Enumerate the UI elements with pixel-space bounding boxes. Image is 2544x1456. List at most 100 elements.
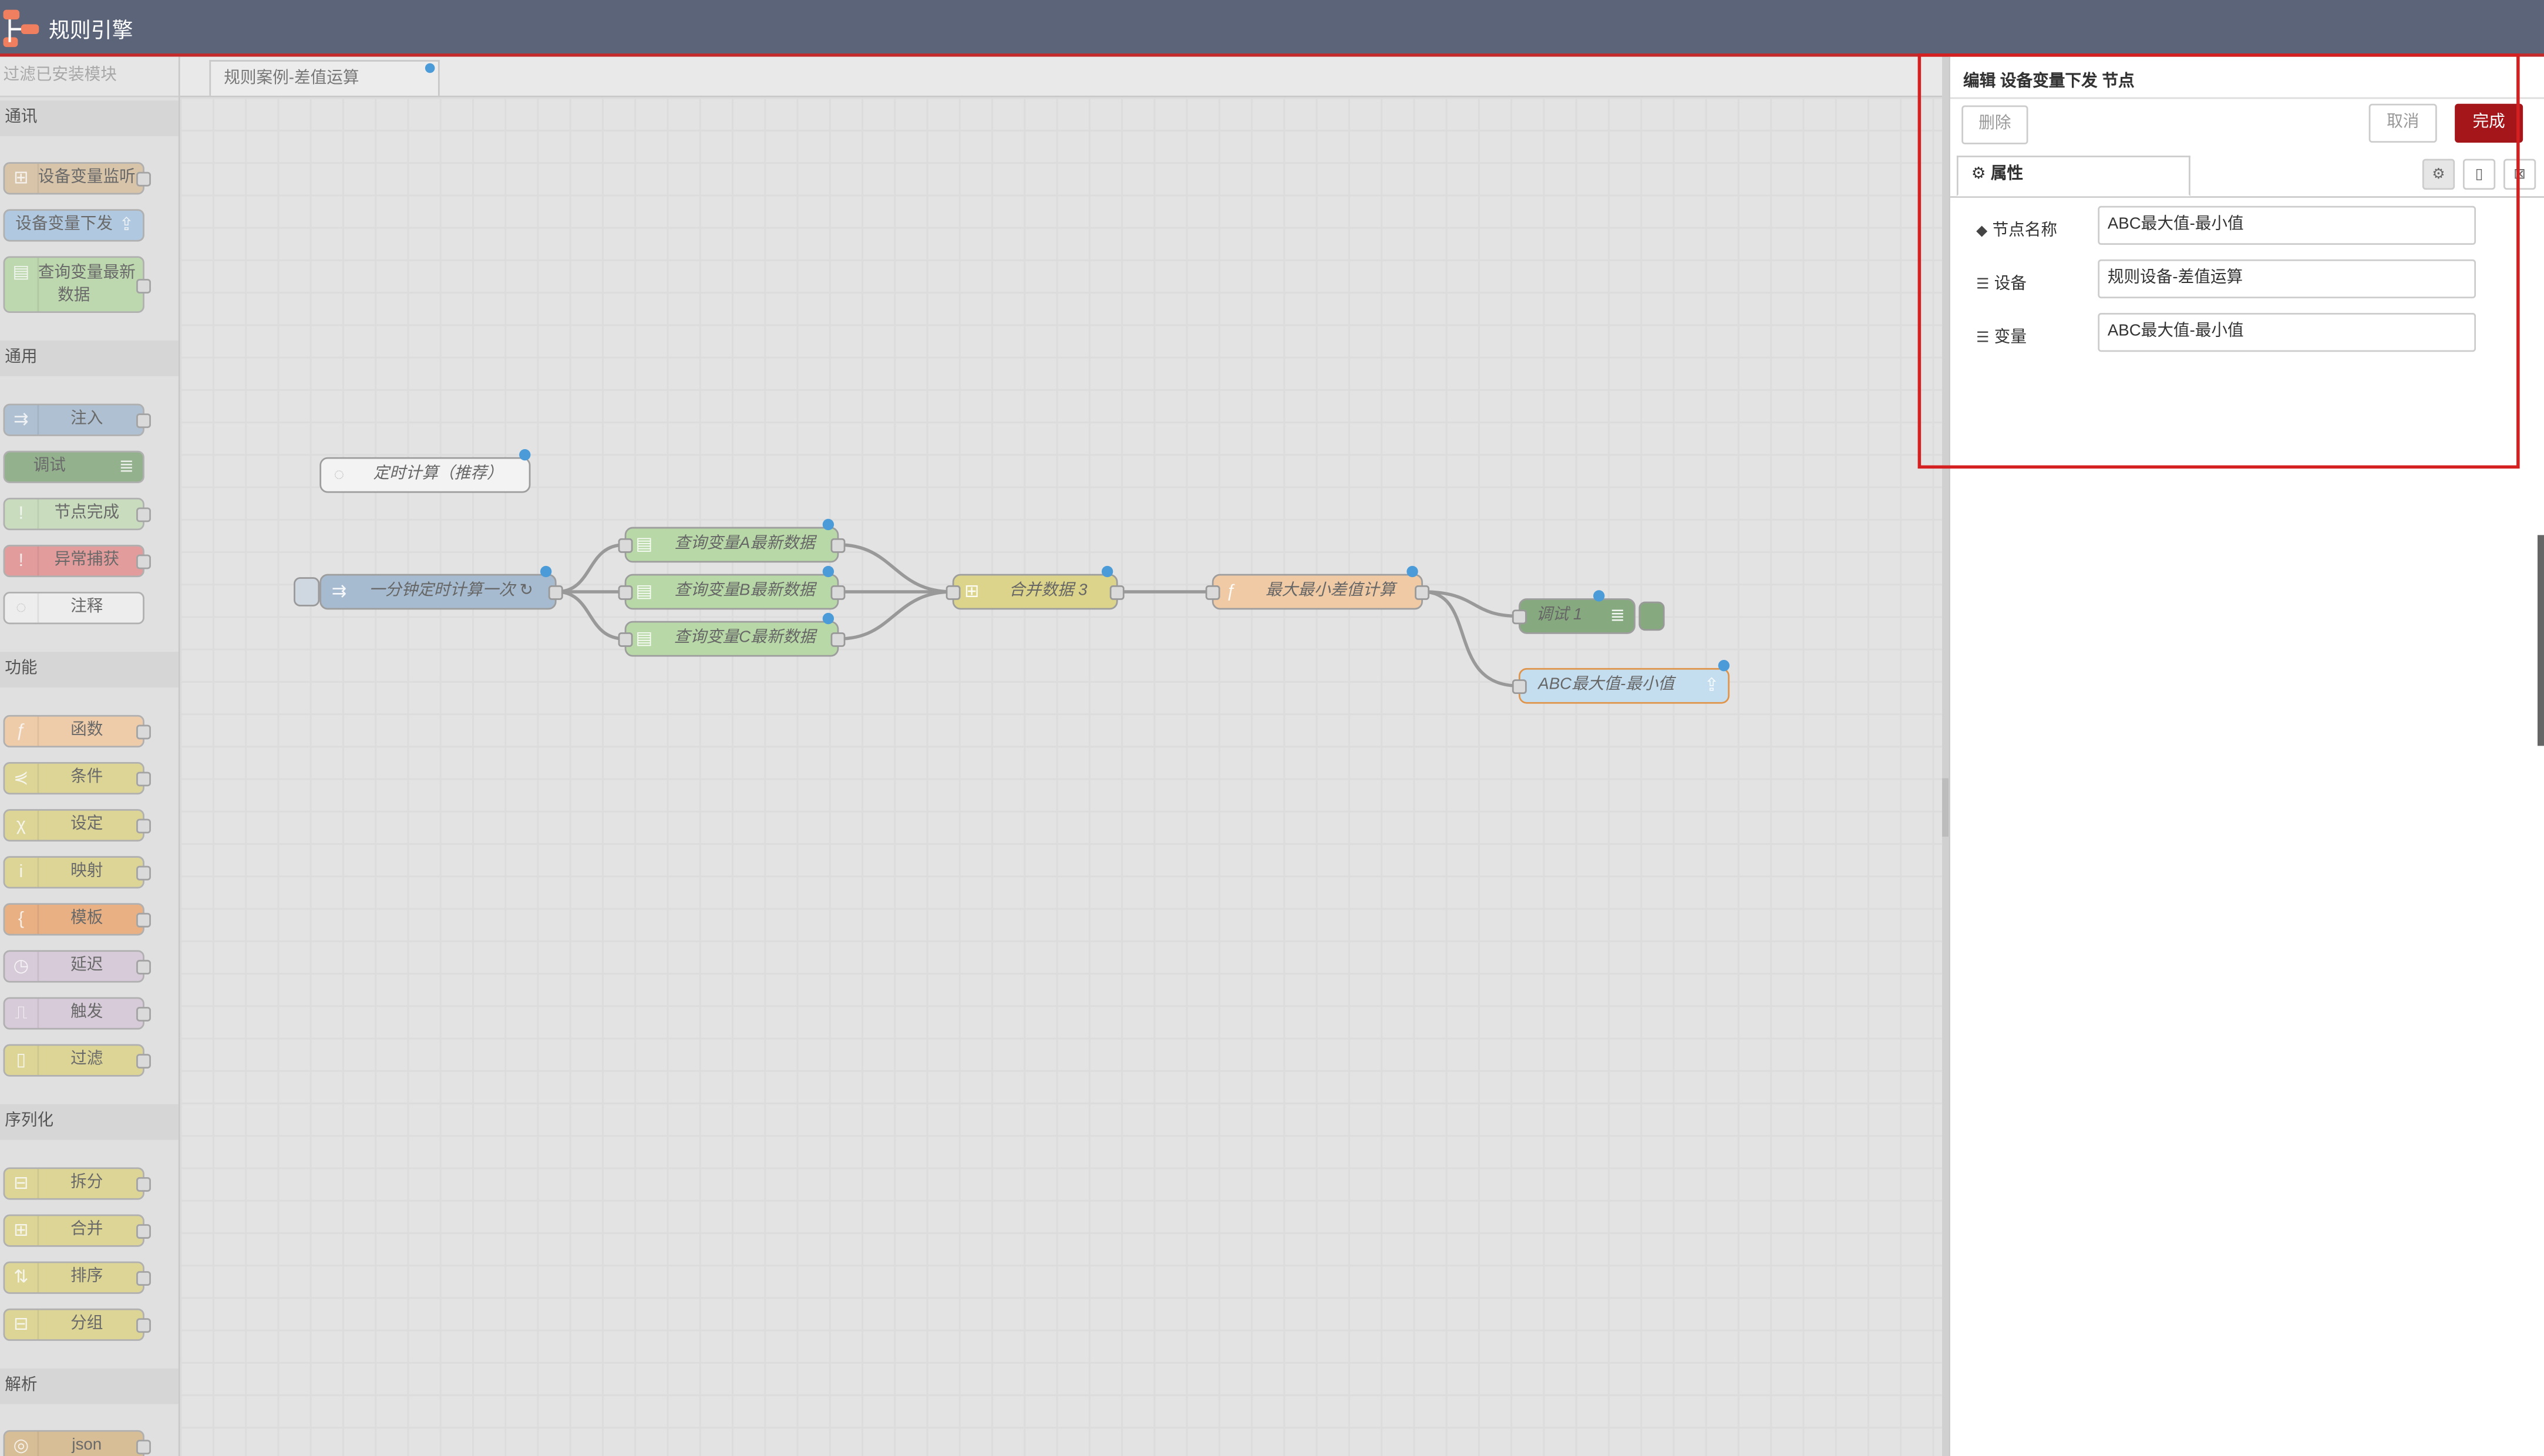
database-icon: ▤ <box>635 535 653 555</box>
palette-node-debug[interactable]: 调试≣ <box>3 450 144 483</box>
shuffle-icon: χ <box>5 810 39 840</box>
workspace-tab-bar: 规则案例-差值运算 <box>180 56 1943 97</box>
gear-icon: ⚙ <box>2432 165 2445 182</box>
tab-properties-label: 属性 <box>1990 165 2024 184</box>
upload-icon: ⇪ <box>1704 676 1719 696</box>
wire-inject-queryC <box>556 590 625 641</box>
palette-node-device-write[interactable]: 设备变量下发⇪ <box>3 209 144 242</box>
field-row-device: ☰设备 规则设备-差值运算 <box>1976 259 2536 302</box>
palette-node-device-listen[interactable]: ⊞设备变量监听 <box>3 162 151 195</box>
window-edge <box>2538 535 2544 746</box>
tab-flow-label: 规则案例-差值运算 <box>224 69 359 88</box>
function-icon: ƒ <box>5 716 39 746</box>
field-row-name: ◆节点名称 ABC最大值-最小值 <box>1976 205 2536 248</box>
json-icon: ◎ <box>5 1431 39 1456</box>
database-icon: ▤ <box>635 582 653 602</box>
node-name-input[interactable]: ABC最大值-最小值 <box>2098 205 2476 245</box>
palette-node-trigger[interactable]: ⎍触发 <box>3 997 151 1030</box>
list-lines-icon: ≣ <box>119 457 134 477</box>
split-icon: ⊟ <box>5 1169 39 1198</box>
palette-node-switch[interactable]: ⋞条件 <box>3 761 151 795</box>
sidebar-splitter[interactable] <box>1942 56 1949 1456</box>
node-editor-tray: 编辑 设备变量下发 节点 删除 取消 完成 ⚙属性 ⚙ ▯ ⊠ ◆节点名称 AB… <box>1949 56 2544 1456</box>
cancel-button[interactable]: 取消 <box>2368 103 2437 143</box>
palette-node-inject[interactable]: ⇉注入 <box>3 403 151 436</box>
trigger-icon: ⎍ <box>5 999 39 1028</box>
palette-filter-input[interactable]: 过滤已安装模块 <box>0 56 179 97</box>
join-icon: ⊞ <box>964 582 980 602</box>
tab-properties[interactable]: ⚙属性 <box>1956 156 2190 197</box>
palette-node-delay[interactable]: ◷延迟 <box>3 950 151 983</box>
inject-trigger-button[interactable] <box>294 577 320 606</box>
wire-queryA-join <box>839 543 953 594</box>
app-header: 规则引擎 <box>0 0 2544 57</box>
debug-toggle-button[interactable] <box>1638 601 1665 631</box>
field-row-variable: ☰变量 ABC最大值-最小值 <box>1976 313 2536 355</box>
node-inject[interactable]: ⇉ 一分钟定时计算一次 ↻ <box>319 565 563 610</box>
app-logo-icon <box>3 9 39 48</box>
node-query-c[interactable]: ▤ 查询变量C最新数据 <box>618 612 846 657</box>
tab-flow[interactable]: 规则案例-差值运算 <box>209 60 440 96</box>
settings-tab-button[interactable]: ⚙ <box>2422 159 2455 190</box>
editor-title: 编辑 设备变量下发 节点 <box>1963 73 2135 91</box>
speech-bubble-icon: ◌ <box>334 465 345 485</box>
palette-node-sort[interactable]: ⇅排序 <box>3 1261 151 1294</box>
wire-inject-queryA <box>556 543 625 594</box>
flow-canvas[interactable]: ◌ 定时计算（推荐） ⇉ 一分钟定时计算一次 ↻ ▤ 查询变量A最新数据 ▤ 查… <box>180 97 1943 1456</box>
delete-button[interactable]: 删除 <box>1961 105 2028 144</box>
palette-node-join[interactable]: ⊞合并 <box>3 1214 151 1247</box>
palette-node-template[interactable]: {模板 <box>3 903 151 936</box>
gear-icon: ⚙ <box>1971 165 1986 184</box>
palette-node-complete[interactable]: !节点完成 <box>3 497 151 531</box>
palette-node-split[interactable]: ⊟拆分 <box>3 1167 151 1200</box>
database-icon: ▤ <box>635 629 653 649</box>
palette-category-common[interactable]: 通用 <box>0 340 179 376</box>
node-query-b[interactable]: ▤ 查询变量B最新数据 <box>618 565 846 610</box>
unsaved-dot-icon <box>425 63 435 73</box>
list-lines-icon: ≣ <box>1610 606 1626 626</box>
exclamation-icon: ! <box>5 499 39 529</box>
variable-input[interactable]: ABC最大值-最小值 <box>2098 313 2476 352</box>
wire-func-output <box>1422 590 1519 687</box>
palette-node-comment[interactable]: ◌注释 <box>3 592 144 625</box>
join-icon: ⊞ <box>5 1216 39 1245</box>
app-title: 规则引擎 <box>48 18 133 42</box>
document-icon: ▯ <box>2475 165 2484 182</box>
upload-icon: ⇪ <box>119 215 134 235</box>
palette-category-function[interactable]: 功能 <box>0 652 179 687</box>
arrow-right-icon: ⇉ <box>5 405 39 435</box>
node-comment[interactable]: ◌ 定时计算（推荐） <box>319 449 531 493</box>
node-function[interactable]: ƒ 最大最小差值计算 <box>1205 565 1430 610</box>
palette-category-parser[interactable]: 解析 <box>0 1368 179 1404</box>
palette-category-sequence[interactable]: 序列化 <box>0 1104 179 1140</box>
editor-tab-strip: ⚙属性 ⚙ ▯ ⊠ <box>1950 154 2544 198</box>
node-palette: 过滤已安装模块 通讯 ⊞设备变量监听 设备变量下发⇪ ▤查询变量最新数据 通用 … <box>0 56 180 1456</box>
splitter-grip[interactable] <box>1942 778 1949 837</box>
node-device-write-output[interactable]: ABC最大值-最小值 ⇪ <box>1512 660 1730 704</box>
palette-node-batch[interactable]: ⊟分组 <box>3 1308 151 1341</box>
node-debug[interactable]: 调试 1 ≣ <box>1512 590 1636 634</box>
palette-node-filter[interactable]: ▯过滤 <box>3 1044 151 1077</box>
palette-node-catch[interactable]: !异常捕获 <box>3 544 151 578</box>
device-input[interactable]: 规则设备-差值运算 <box>2098 259 2476 299</box>
palette-node-query-latest[interactable]: ▤查询变量最新数据 <box>3 256 151 314</box>
function-icon: ƒ <box>1226 582 1237 602</box>
node-query-a[interactable]: ▤ 查询变量A最新数据 <box>618 518 846 563</box>
palette-node-json[interactable]: ◎json <box>3 1430 151 1456</box>
arrow-right-icon: ⇉ <box>331 582 347 602</box>
appearance-tab-button[interactable]: ⊠ <box>2503 159 2536 190</box>
batch-icon: ⊟ <box>5 1310 39 1340</box>
description-tab-button[interactable]: ▯ <box>2462 159 2496 190</box>
brace-icon: { <box>5 905 39 934</box>
palette-category-comm[interactable]: 通讯 <box>0 100 179 136</box>
node-join[interactable]: ⊞ 合并数据 3 <box>945 565 1125 610</box>
speech-bubble-icon: ◌ <box>5 593 39 623</box>
done-button[interactable]: 完成 <box>2455 103 2523 143</box>
flow-wires <box>556 543 1519 687</box>
filter-icon: ▯ <box>5 1046 39 1076</box>
tag-icon: ◆ <box>1976 222 1988 238</box>
range-icon: i <box>5 857 39 887</box>
